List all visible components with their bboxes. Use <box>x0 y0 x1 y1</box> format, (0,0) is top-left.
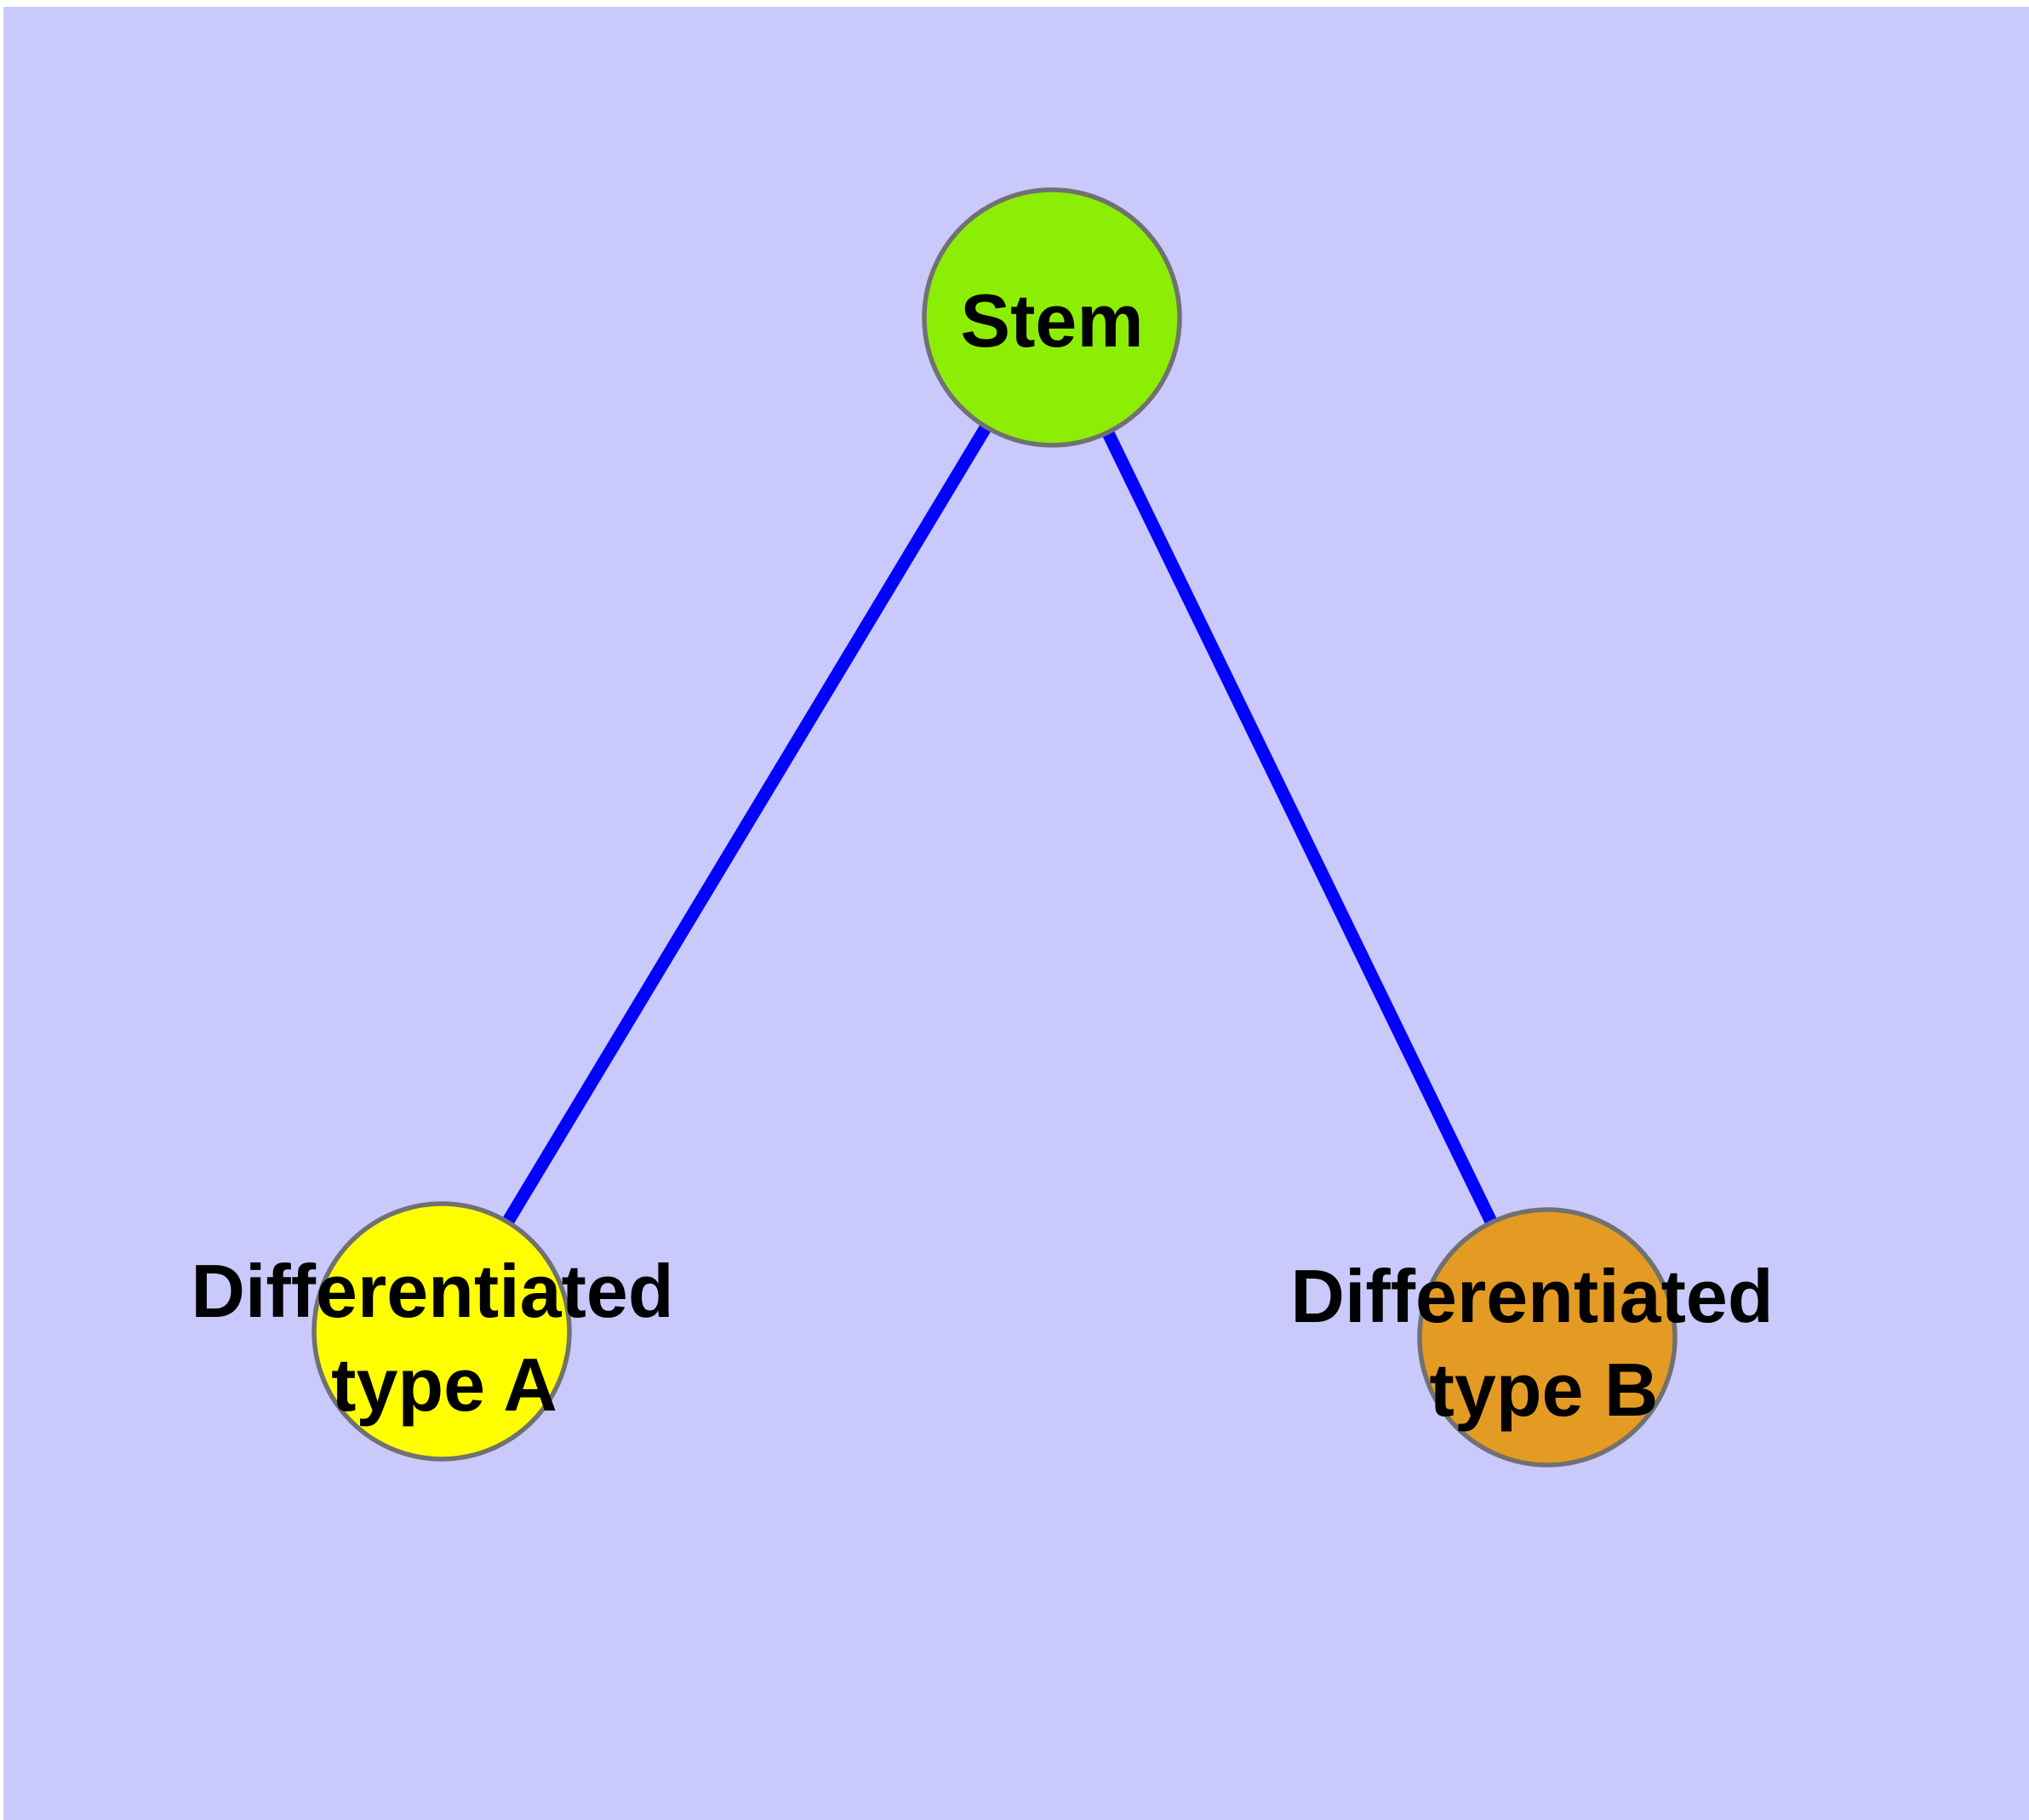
type-a-node-label-line2: type A <box>331 1342 557 1427</box>
type-b-node-label-line2: type B <box>1430 1348 1659 1432</box>
label-group: Stem Differentiated type A Differentiate… <box>191 278 1773 1432</box>
stem-node <box>922 187 1182 448</box>
type-b-node <box>1417 1207 1677 1468</box>
stem-node-label: Stem <box>960 278 1143 363</box>
type-a-node-label-line1: Differentiated <box>191 1249 673 1333</box>
type-a-node <box>311 1201 572 1462</box>
edge-stem-to-type-a <box>436 314 1058 1335</box>
type-b-node-label-line1: Differentiated <box>1290 1254 1773 1338</box>
node-group <box>311 187 1677 1468</box>
edge-stem-to-type-b <box>1046 314 1553 1341</box>
edge-group <box>436 314 1553 1341</box>
